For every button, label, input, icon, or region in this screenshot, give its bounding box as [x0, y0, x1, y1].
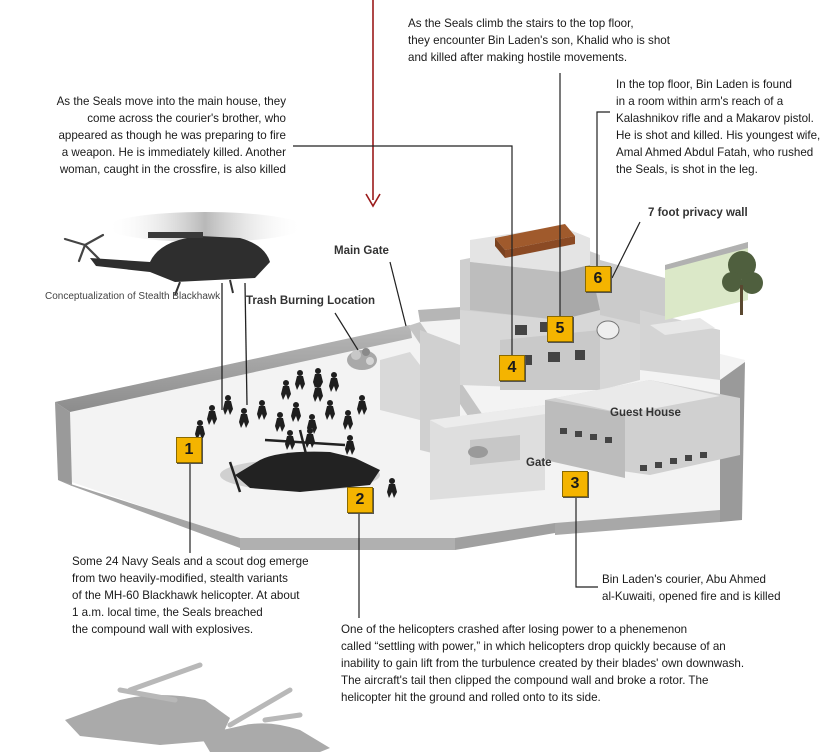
annotation-main-house: As the Seals move into the main house, t…	[56, 95, 286, 176]
annotation-top-floor: In the top floor, Bin Laden is found in …	[616, 78, 821, 176]
label-stealth-blackhawk: Conceptualization of Stealth Blackhawk	[45, 291, 221, 302]
seal-figure	[325, 400, 335, 420]
seal-figure	[313, 368, 323, 388]
seal-figure	[239, 408, 249, 428]
east-buildings	[600, 260, 720, 380]
label-guest-house: Guest House	[610, 407, 681, 419]
seal-figure	[291, 402, 301, 422]
escort-helicopter-icon	[65, 662, 330, 752]
marker-2: 2	[347, 487, 373, 513]
marker-6: 6	[585, 266, 611, 292]
tree-icon	[722, 251, 763, 294]
leader-lines	[189, 73, 641, 618]
marker-4: 4	[499, 355, 525, 381]
marker-3: 3	[562, 471, 588, 497]
stealth-blackhawk-icon	[63, 212, 303, 410]
seal-figure	[195, 420, 205, 440]
seal-figure	[329, 372, 339, 392]
navy-seals-group	[195, 368, 397, 498]
crashed-helicopter-icon	[220, 429, 380, 493]
seal-figure	[343, 410, 353, 430]
seal-figure	[305, 428, 315, 448]
guest-house	[545, 380, 740, 478]
seal-figure	[357, 395, 367, 415]
seal-figure	[345, 435, 355, 455]
seal-figure	[207, 405, 217, 425]
seal-figure	[285, 430, 295, 450]
approach-arrow	[365, 0, 381, 208]
label-privacy-wall: 7 foot privacy wall	[648, 207, 748, 219]
seal-figure	[387, 478, 397, 498]
label-main-gate: Main Gate	[334, 245, 389, 257]
trash-pile-icon	[347, 348, 377, 370]
seal-figure	[295, 370, 305, 390]
annotation-stairs: As the Seals climb the stairs to the top…	[408, 17, 670, 64]
seal-figure	[223, 395, 233, 415]
label-trash-burning: Trash Burning Location	[246, 295, 376, 307]
seal-figure	[275, 412, 285, 432]
gate-structure	[380, 352, 520, 465]
marker-5: 5	[547, 316, 573, 342]
marker-1: 1	[176, 437, 202, 463]
privacy-garden	[665, 242, 763, 320]
label-gate: Gate	[526, 457, 552, 469]
seal-figure	[281, 380, 291, 400]
annotation-crash: One of the helicopters crashed after los…	[341, 623, 745, 704]
annotation-seals-emerge: Some 24 Navy Seals and a scout dog emerg…	[72, 555, 309, 636]
annotation-courier: Bin Laden's courier, Abu Ahmed al-Kuwait…	[602, 573, 781, 603]
seal-figure	[257, 400, 267, 420]
